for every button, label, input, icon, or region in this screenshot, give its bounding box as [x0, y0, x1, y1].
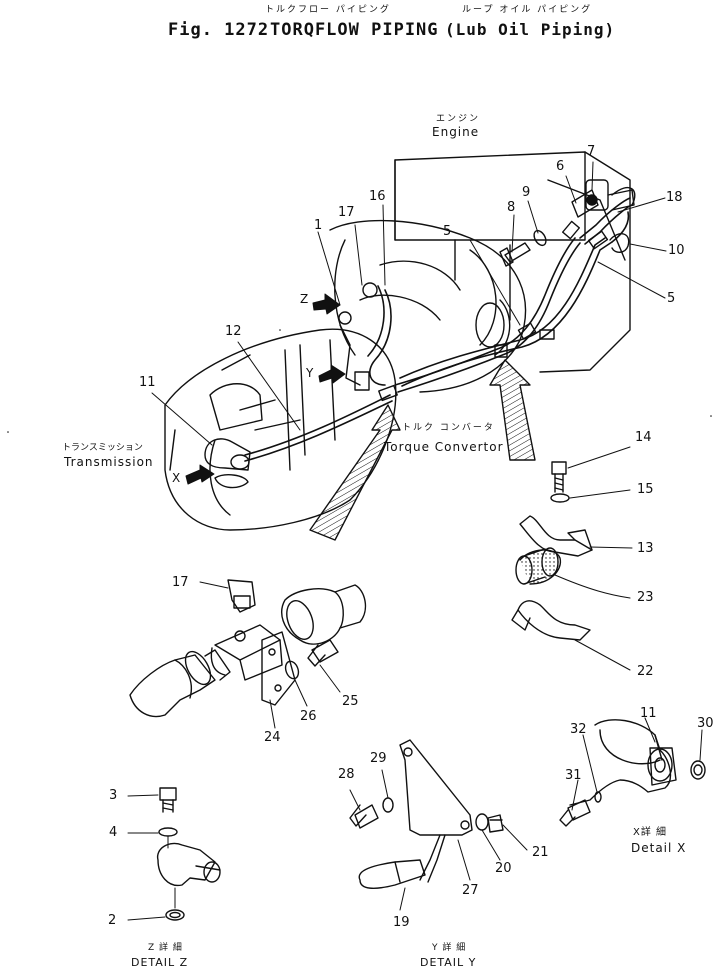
part-callout-24: 24: [264, 730, 281, 745]
part-callout-10: 10: [668, 243, 685, 258]
detail-y-label: DETAIL Y: [420, 956, 477, 969]
part-callout-6: 6: [556, 159, 565, 174]
detail-z-drawing: [127, 787, 221, 921]
figure-number: Fig. 1272: [168, 20, 270, 40]
pipe-fittings: [338, 220, 609, 402]
converter-label-kana: トルク コンバータ: [402, 423, 495, 433]
part-callout-17-main: 17: [338, 205, 355, 220]
part-callout-8: 8: [507, 200, 516, 215]
part-callout-13: 13: [637, 541, 654, 556]
part-callout-30: 30: [697, 716, 714, 731]
engine-label-kana: エンジン: [436, 114, 481, 124]
detail-z-label: DETAIL Z: [131, 956, 189, 969]
part-callout-5-right: 5: [667, 291, 676, 306]
part-callout-31: 31: [565, 768, 582, 783]
elbow-fitting-6-7: [571, 179, 636, 253]
detail-y-drawing: [349, 739, 528, 911]
part-callout-11-detail: 11: [640, 706, 657, 721]
part-callout-27: 27: [462, 883, 479, 898]
part-callout-20: 20: [495, 861, 512, 876]
part-callout-3: 3: [109, 788, 118, 803]
part-callout-14: 14: [635, 430, 652, 445]
marker-z-label: Z: [300, 292, 310, 306]
leader-lines: [151, 161, 667, 446]
bolt-14: [551, 446, 631, 493]
detail-x-kana: X詳 細: [633, 827, 668, 838]
part-callout-21: 21: [532, 845, 549, 860]
converter-label: Torque Convertor: [384, 440, 504, 454]
part-callout-11-main: 11: [139, 375, 156, 390]
converter-pointer-arrow: [309, 404, 401, 541]
engine-pointer-arrow: [489, 359, 536, 461]
page-subtitle: (Lub Oil Piping): [445, 20, 616, 39]
title-kana: トルクフロー パイピング: [265, 5, 391, 15]
part-callout-9: 9: [522, 185, 531, 200]
part-callout-4: 4: [109, 825, 118, 840]
bolt-25: [307, 639, 341, 693]
washer-26: [284, 660, 308, 707]
transmission-label-kana: トランスミッション: [62, 443, 143, 453]
part-callout-26: 26: [300, 709, 317, 724]
clamp-22: [511, 600, 631, 671]
part-callout-5-left: 5: [443, 224, 452, 239]
transmission-body: [164, 328, 397, 531]
washer-15: [550, 489, 631, 503]
tube-right: [281, 584, 367, 645]
part-callout-17-detail: 17: [172, 575, 189, 590]
part-callout-32: 32: [570, 722, 587, 737]
part-callout-16: 16: [369, 189, 386, 204]
part-callout-28: 28: [338, 767, 355, 782]
marker-x-label: X: [172, 471, 182, 485]
part-callout-12: 12: [225, 324, 242, 339]
engine-block: [394, 151, 631, 373]
bushing-23: [515, 547, 631, 599]
subtitle-kana: ループ オイル パイピング: [462, 5, 593, 15]
part-callout-29: 29: [370, 751, 387, 766]
page-title: TORQFLOW PIPING: [270, 20, 439, 40]
detail-x-label: Detail X: [631, 841, 687, 855]
marker-arrow-x: [185, 464, 215, 485]
elbow-17: [199, 579, 256, 613]
part-callout-7: 7: [587, 144, 596, 159]
part-callout-19: 19: [393, 915, 410, 930]
detail-x-drawing: [559, 717, 706, 827]
marker-y-label: Y: [306, 366, 315, 380]
connector-24: [210, 624, 296, 729]
transmission-label: Transmission: [64, 455, 154, 469]
tube-left: [129, 649, 231, 718]
marker-arrow-y: [318, 364, 346, 384]
part-callout-18: 18: [666, 190, 683, 205]
part-callout-2: 2: [108, 913, 117, 928]
transmission-elbow-11: [204, 438, 251, 489]
detail-y-kana: Y 詳 細: [432, 943, 467, 953]
washer-9: [533, 229, 547, 247]
clamp-13: [519, 515, 633, 557]
engine-label: Engine: [432, 125, 480, 139]
part-callout-25: 25: [342, 694, 359, 709]
detail-z-kana: Z 詳 細: [148, 943, 183, 953]
marker-arrow-z: [312, 293, 341, 315]
part-callout-15: 15: [637, 482, 654, 497]
part-callout-1: 1: [314, 218, 323, 233]
part-callout-23: 23: [637, 590, 654, 605]
part-callout-22: 22: [637, 664, 654, 679]
bolt-8: [499, 242, 531, 267]
